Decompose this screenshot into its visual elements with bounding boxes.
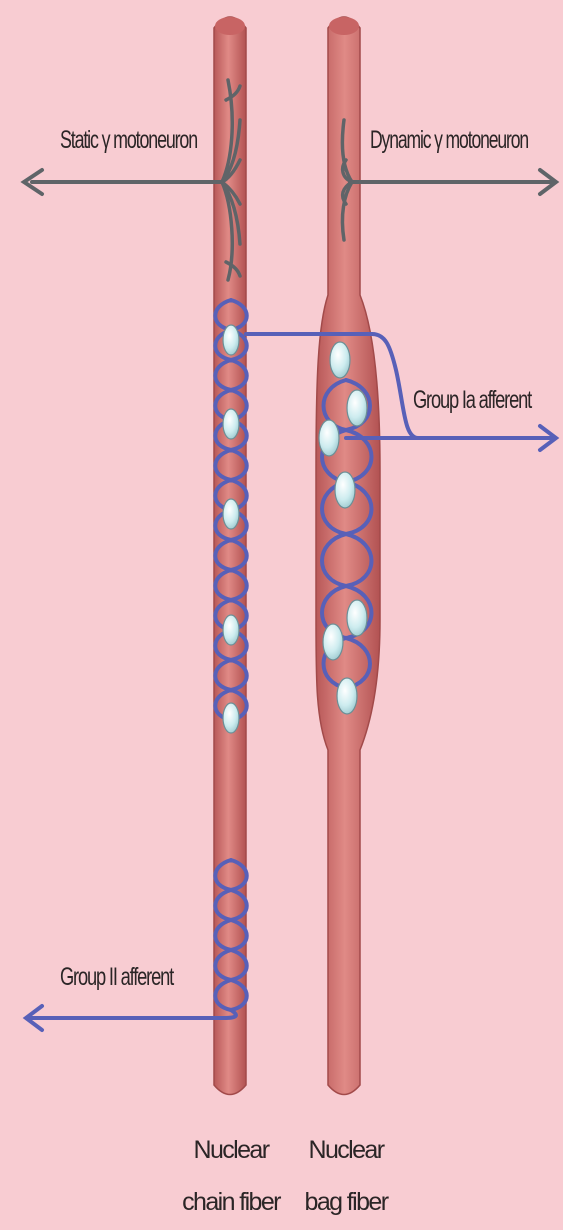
chain-fiber-label-line1: Nuclear (194, 1136, 270, 1164)
nucleus (337, 678, 357, 714)
nucleus (223, 499, 239, 529)
nucleus (223, 325, 239, 355)
bag-fiber-label-line2: bag fiber (305, 1188, 389, 1216)
bag-fiber-top-cap (329, 17, 359, 35)
nucleus (223, 615, 239, 645)
group-ii-label: Group II afferent (60, 963, 174, 991)
nuclear-chain-fiber (214, 17, 246, 1095)
nucleus (335, 472, 355, 508)
chain-fiber-label-line2: chain fiber (182, 1188, 281, 1216)
static-gamma-label: Static γ motoneuron (60, 126, 197, 154)
chain-fiber-top-cap (215, 17, 245, 35)
nucleus (323, 624, 343, 660)
nucleus (347, 600, 367, 636)
nucleus (223, 703, 239, 733)
dynamic-gamma-label: Dynamic γ motoneuron (370, 126, 528, 154)
group-ia-label: Group Ia afferent (413, 386, 532, 414)
bag-fiber-label-line1: Nuclear (309, 1136, 385, 1164)
chain-fiber-body (214, 17, 246, 1095)
nucleus (330, 342, 350, 378)
nucleus (347, 390, 367, 426)
nucleus (319, 420, 339, 456)
nucleus (223, 409, 239, 439)
